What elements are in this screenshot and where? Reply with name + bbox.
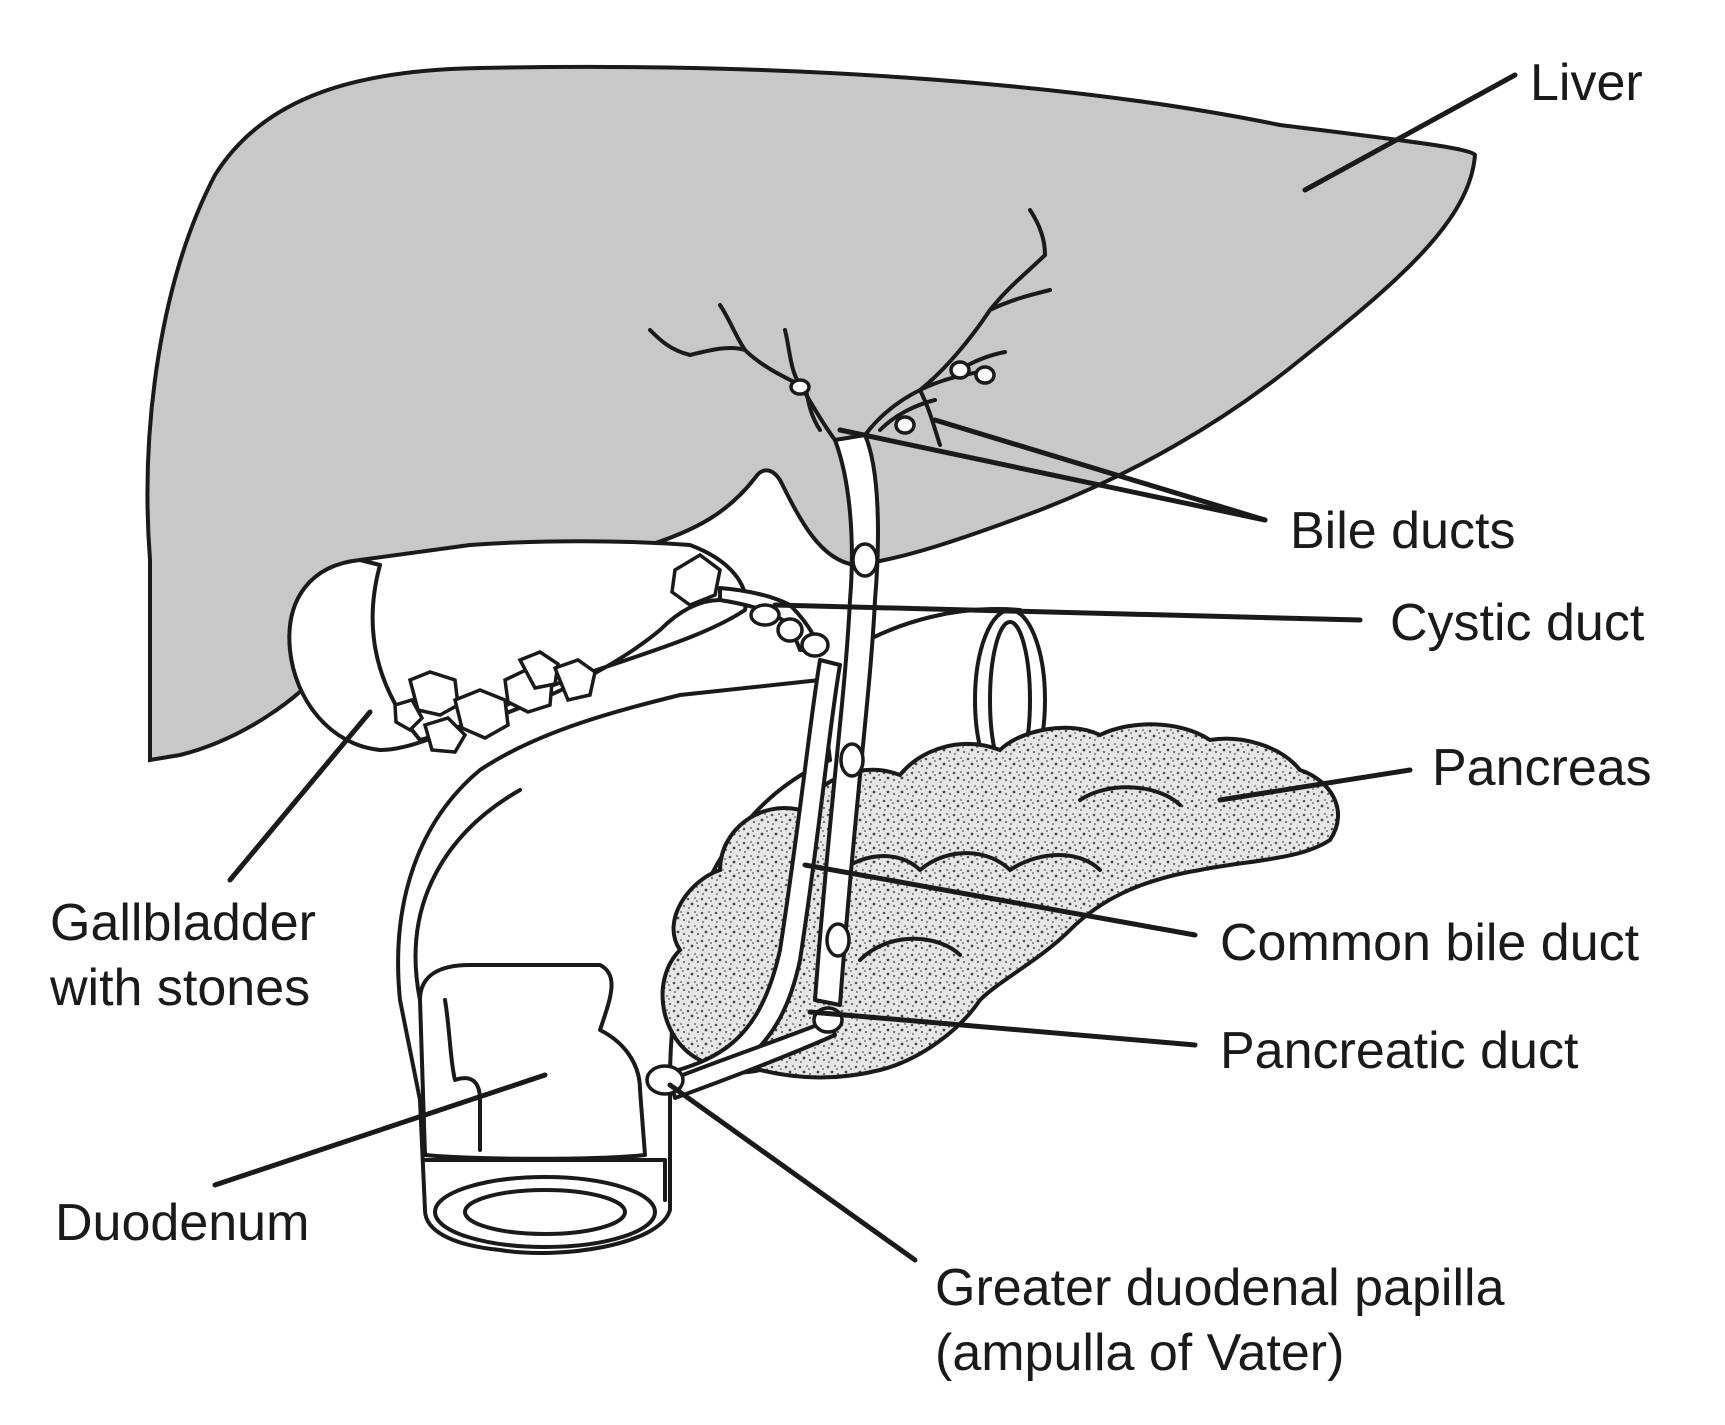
leader-pancreatic-duct (807, 1009, 1198, 1048)
label-gallbladder-line1: Gallbladder (50, 894, 316, 952)
leader-common-bile-duct (802, 862, 1198, 938)
leader-gallbladder (227, 709, 373, 883)
pancreatic-duct (668, 1018, 837, 1100)
intrahepatic-stone (894, 415, 916, 435)
label-pancreas: Pancreas (1432, 739, 1652, 797)
duodenum-bend-line (413, 788, 522, 1002)
intrahepatic-stone (974, 365, 996, 385)
label-liver: Liver (1530, 54, 1643, 112)
intrahepatic-bile-ducts (648, 208, 1052, 447)
bile-duct-stone (839, 742, 865, 778)
gallstone (452, 688, 510, 740)
label-papilla-line1: Greater duodenal papilla (935, 1259, 1505, 1317)
label-cystic-duct: Cystic duct (1390, 594, 1645, 652)
pancreas-lobes (828, 785, 1182, 962)
bile-duct-stone (851, 542, 879, 578)
gallbladder-inner (370, 563, 722, 742)
gallbladder-rim (358, 558, 382, 567)
label-bile-ducts: Bile ducts (1290, 502, 1515, 560)
leader-bile-ducts-b (932, 417, 1268, 523)
label-gallbladder-line2: with stones (49, 959, 310, 1017)
leader-cystic-duct (772, 602, 1363, 623)
leader-pancreas (1217, 767, 1413, 803)
leader-papilla (667, 1082, 918, 1263)
label-papilla-line2: (ampulla of Vater) (935, 1324, 1344, 1382)
label-common-bile-duct: Common bile duct (1220, 914, 1640, 972)
label-pancreatic-duct: Pancreatic duct (1220, 1022, 1579, 1080)
leader-liver (1302, 72, 1518, 193)
leader-duodenum (212, 1072, 548, 1188)
intrahepatic-stone (789, 378, 811, 396)
gallbladder-outer (287, 539, 748, 753)
cystic-stone (749, 603, 781, 627)
label-duodenum: Duodenum (55, 1194, 309, 1252)
intrahepatic-stone (949, 360, 971, 380)
gallstone-cystic (670, 552, 722, 607)
duodenum-lumen-inner (463, 1188, 627, 1236)
gallstone (422, 716, 468, 754)
gallstone (393, 697, 425, 733)
duodenum-lumen-outer (433, 1175, 657, 1249)
duodenum-inner-fold (443, 998, 482, 1152)
common-bile-duct (813, 433, 880, 1007)
gallstones (393, 650, 597, 754)
gallstone (552, 658, 597, 703)
bile-duct-stone (825, 922, 851, 958)
leader-bile-ducts-a (837, 427, 1268, 523)
duodenum-band (423, 1158, 667, 1202)
cystic-stone (776, 617, 804, 643)
cystic-stone (800, 632, 830, 658)
